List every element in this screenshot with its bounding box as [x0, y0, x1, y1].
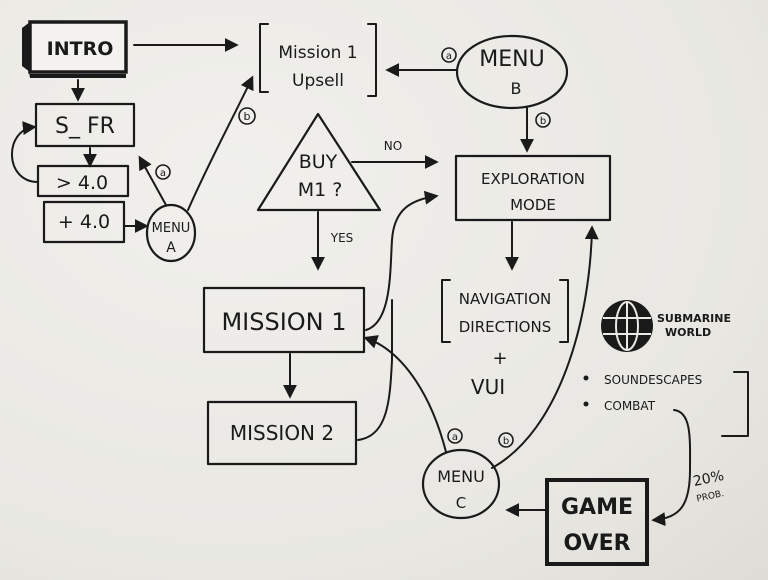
svg-text:b: b [540, 116, 546, 127]
mission2-node: MISSION 2 [206, 400, 358, 466]
edge-gt40-loop [11, 121, 39, 183]
plus-40-node: + 4.0 [42, 200, 126, 244]
edge-menua-upsell [187, 75, 254, 211]
edge-mission2-exploration [357, 299, 393, 441]
upsell-label-2: Upsell [292, 71, 344, 91]
nav-plus: + [492, 348, 507, 369]
upsell-label-1: Mission 1 [278, 43, 357, 63]
menu-c-label-2: C [456, 494, 466, 512]
gt-40-label: > 4.0 [56, 172, 108, 194]
intro-label: INTRO [47, 38, 114, 60]
game-over-label-1: GAME [561, 495, 633, 520]
edge-menua-sfr [138, 155, 167, 206]
vui-label: VUI [471, 375, 505, 399]
navigation-node: NAVIGATION DIRECTIONS + VUI [441, 279, 569, 399]
probability-caption: PROB. [696, 489, 725, 505]
nav-label-1: NAVIGATION [459, 290, 552, 308]
combat-label: COMBAT [604, 399, 656, 413]
intro-node: INTRO [22, 20, 128, 78]
edge-label-yes: YES [330, 231, 354, 245]
edge-label-b-menuc: b [498, 432, 514, 448]
edge-menuc-exploration [491, 225, 599, 469]
menu-b-label-2: B [511, 79, 522, 98]
exploration-mode-node: EXPLORATION MODE [454, 154, 612, 222]
edge-label-b-menub: b [535, 112, 551, 128]
mission2-label: MISSION 2 [230, 421, 334, 445]
nav-label-2: DIRECTIONS [459, 318, 551, 336]
edge-label-a-menuc: a [447, 428, 463, 444]
edge-combat-gameover [651, 409, 692, 527]
probability-label: 20% PROB. [692, 468, 726, 505]
edge-label-a-menub: a [441, 47, 457, 63]
plus-40-label: + 4.0 [58, 211, 110, 233]
menu-b-node: MENU B [455, 34, 569, 110]
s-fr-label: S_ FR [55, 114, 115, 139]
s-fr-node: S_ FR [34, 102, 136, 148]
edge-label-no: NO [384, 139, 402, 153]
menu-a-label-2: A [166, 240, 176, 256]
svg-text:a: a [452, 432, 458, 443]
buy-label-1: BUY [299, 151, 338, 173]
menu-a-node: MENU A [145, 203, 197, 263]
svg-text:a: a [446, 51, 452, 62]
mission1-upsell-node: Mission 1 Upsell [259, 23, 377, 97]
features-list: SOUNDESCAPES COMBAT [583, 371, 749, 437]
edge-mission1-exploration [365, 190, 439, 331]
exploration-label-2: MODE [510, 196, 556, 214]
submarine-world-logo: SUBMARINE WORLD [601, 300, 731, 352]
menu-b-label-1: MENU [479, 47, 544, 72]
edge-label-a-menua: a [155, 164, 171, 180]
menu-c-label-1: MENU [437, 467, 485, 486]
edge-label-b-menua: b [238, 107, 256, 125]
svg-text:b: b [244, 110, 251, 123]
menu-c-node: MENU C [421, 448, 501, 520]
submarine-label-2: WORLD [665, 326, 711, 339]
mission1-node: MISSION 1 [202, 286, 366, 354]
buy-m1-decision: BUY M1 ? [256, 112, 382, 212]
probability-value: 20% [692, 468, 726, 490]
svg-text:a: a [160, 168, 166, 179]
mission1-label: MISSION 1 [221, 308, 346, 336]
menu-a-label-1: MENU [152, 221, 191, 236]
gt-40-node: > 4.0 [36, 164, 130, 198]
game-over-node: GAME OVER [545, 478, 649, 566]
game-over-label-2: OVER [563, 531, 630, 556]
edge-menuc-mission1 [363, 335, 447, 453]
buy-label-2: M1 ? [298, 179, 343, 201]
submarine-label-1: SUBMARINE [657, 312, 731, 325]
svg-text:b: b [503, 436, 509, 447]
exploration-label-1: EXPLORATION [481, 170, 585, 188]
soundscapes-label: SOUNDESCAPES [604, 373, 702, 387]
